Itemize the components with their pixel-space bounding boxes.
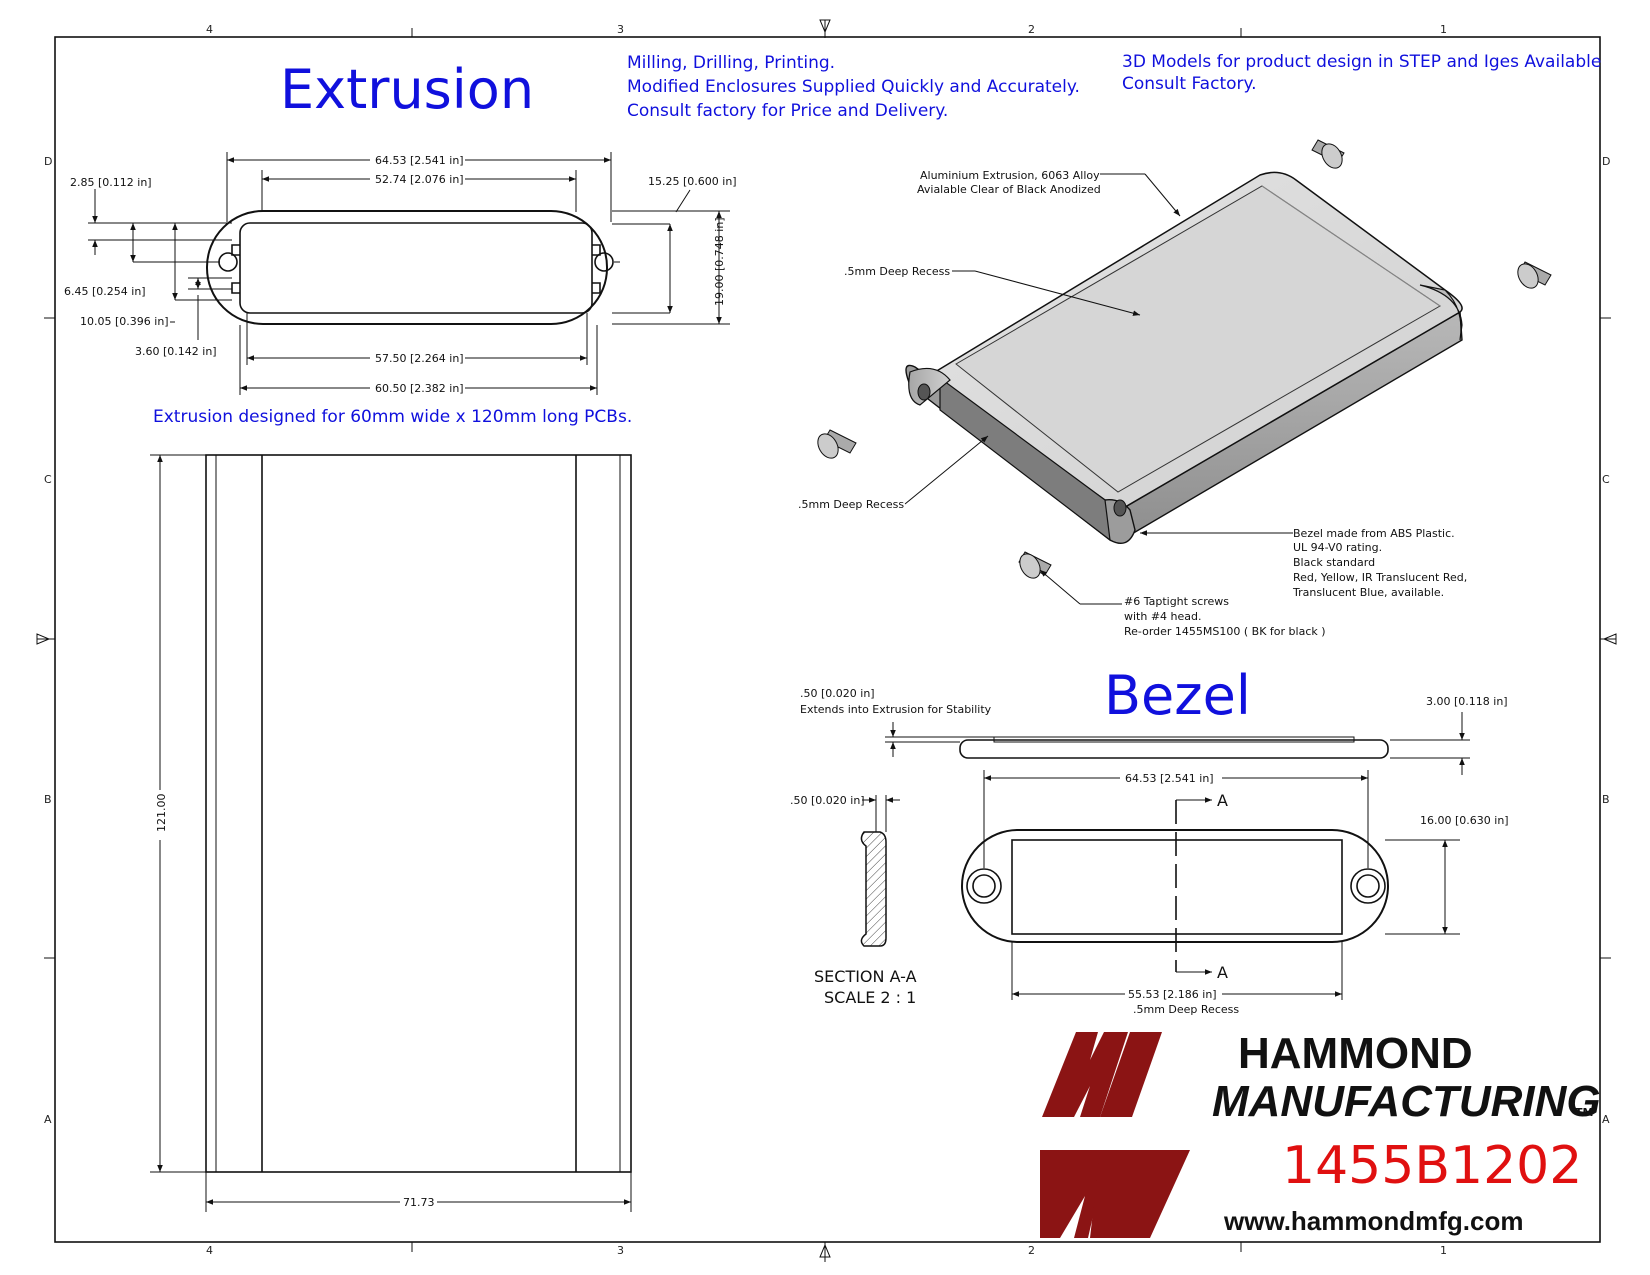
bezel-section-view: .50 [0.020 in] SECTION A-A SCALE 2 : 1 xyxy=(790,794,917,1007)
dim-slot-a: 2.85 [0.112 in] xyxy=(70,176,152,189)
dim-extrusion-length: 121.00 xyxy=(155,794,168,833)
callout-bezel-3: Black standard xyxy=(1293,556,1375,569)
zone-bottom-3: 3 xyxy=(617,1244,624,1257)
dim-bezel-lip: .50 [0.020 in] xyxy=(800,687,875,700)
section-mark-top: A xyxy=(1217,791,1228,810)
dim-bezel-thickness: 3.00 [0.118 in] xyxy=(1426,695,1508,708)
dim-side-width: 71.73 xyxy=(403,1196,435,1209)
bezel-title: Bezel xyxy=(1104,664,1251,727)
dim-bezel-recess-note: .5mm Deep Recess xyxy=(1133,1003,1239,1016)
callout-recess-front: .5mm Deep Recess xyxy=(798,498,904,511)
callout-screw-3: Re-order 1455MS100 ( BK for black ) xyxy=(1124,625,1326,638)
bezel-front-dimensions: 64.53 [2.541 in] 16.00 [0.630 in] 55.53 … xyxy=(983,770,1509,1016)
bezel-top-view xyxy=(959,736,1389,759)
callout-recess-top: .5mm Deep Recess xyxy=(844,265,950,278)
pcb-note: Extrusion designed for 60mm wide x 120mm… xyxy=(153,407,632,427)
brand-line-1: HAMMOND xyxy=(1238,1029,1473,1078)
zone-right-D: D xyxy=(1602,155,1610,168)
brand-trademark: TM xyxy=(1575,1106,1593,1119)
iso-callouts: Aluminium Extrusion, 6063 Alloy Avialabl… xyxy=(798,169,1467,638)
screw-left xyxy=(817,429,857,459)
callout-alu-1: Aluminium Extrusion, 6063 Alloy xyxy=(920,169,1100,182)
zone-bottom-4: 4 xyxy=(206,1244,213,1257)
models-note-1: 3D Models for product design in STEP and… xyxy=(1122,52,1601,72)
side-view-dimensions: 121.00 71.73 xyxy=(150,454,632,1212)
dim-bezel-height: 16.00 [0.630 in] xyxy=(1420,814,1509,827)
screw-top xyxy=(1311,139,1345,169)
zone-right-C: C xyxy=(1602,473,1610,486)
bezel-top-dimensions: .50 [0.020 in] Extends into Extrusion fo… xyxy=(800,687,1508,775)
callout-alu-2: Avialable Clear of Black Anodized xyxy=(917,183,1101,196)
zone-bottom-1: 1 xyxy=(1440,1244,1447,1257)
zone-left-D: D xyxy=(44,155,52,168)
website-url: www.hammondmfg.com xyxy=(1223,1206,1524,1236)
dim-radius: 15.25 [0.600 in] xyxy=(648,175,737,188)
milling-note-1: Milling, Drilling, Printing. xyxy=(627,53,835,73)
callout-screw-1: #6 Taptight screws xyxy=(1124,595,1229,608)
zone-left-C: C xyxy=(44,473,52,486)
dim-slot-b: 6.45 [0.254 in] xyxy=(64,285,146,298)
zone-top-4: 4 xyxy=(206,23,213,36)
dim-extrusion-top-width: 52.74 [2.076 in] xyxy=(375,173,464,186)
zone-right-A: A xyxy=(1602,1113,1610,1126)
bezel-front-view: A A xyxy=(961,791,1389,982)
screw-bottom xyxy=(1018,551,1052,579)
dim-section-lip: .50 [0.020 in] xyxy=(790,794,865,807)
center-mark-top xyxy=(819,19,831,38)
hammond-logo-mark xyxy=(1040,1032,1190,1238)
enclosure-isometric xyxy=(905,171,1463,544)
dim-bezel-lip-note: Extends into Extrusion for Stability xyxy=(800,703,992,716)
zone-bottom-2: 2 xyxy=(1028,1244,1035,1257)
zone-right-B: B xyxy=(1602,793,1610,806)
extrusion-dimensions: 64.53 [2.541 in] 52.74 [2.076 in] 2.85 [… xyxy=(64,152,737,395)
center-mark-left xyxy=(36,633,55,645)
dim-bezel-width: 64.53 [2.541 in] xyxy=(1125,772,1214,785)
models-note-2: Consult Factory. xyxy=(1122,74,1257,94)
dim-slot-d: 3.60 [0.142 in] xyxy=(135,345,217,358)
dim-extrusion-inner-width: 57.50 [2.264 in] xyxy=(375,352,464,365)
part-number: 1455B1202 xyxy=(1282,1136,1582,1196)
screw-right xyxy=(1517,261,1552,289)
section-title: SECTION A-A xyxy=(814,967,917,986)
callout-bezel-2: UL 94-V0 rating. xyxy=(1293,541,1382,554)
zone-top-2: 2 xyxy=(1028,23,1035,36)
section-scale: SCALE 2 : 1 xyxy=(824,988,916,1007)
milling-note-2: Modified Enclosures Supplied Quickly and… xyxy=(627,77,1080,97)
extrusion-title: Extrusion xyxy=(280,58,534,121)
drawing-frame xyxy=(36,19,1617,1262)
zone-labels: 4 3 2 1 4 3 2 1 D C B A D C B A xyxy=(44,23,1610,1257)
callout-screw-2: with #4 head. xyxy=(1124,610,1202,623)
brand-line-2: MANUFACTURING xyxy=(1212,1077,1601,1126)
center-mark-bottom xyxy=(819,1242,831,1262)
zone-top-3: 3 xyxy=(617,23,624,36)
dim-bezel-recess-width: 55.53 [2.186 in] xyxy=(1128,988,1217,1001)
zone-left-A: A xyxy=(44,1113,52,1126)
callout-bezel-1: Bezel made from ABS Plastic. xyxy=(1293,527,1455,540)
zone-top-1: 1 xyxy=(1440,23,1447,36)
zone-left-B: B xyxy=(44,793,52,806)
dim-slot-c: 10.05 [0.396 in] xyxy=(80,315,169,328)
extrusion-profile xyxy=(206,210,620,325)
dim-extrusion-outer-width: 64.53 [2.541 in] xyxy=(375,154,464,167)
dim-extrusion-pcb-width: 60.50 [2.382 in] xyxy=(375,382,464,395)
section-mark-bottom: A xyxy=(1217,963,1228,982)
extrusion-side-view xyxy=(205,454,632,1173)
dim-extrusion-height: 19.00 [0.748 in] xyxy=(713,217,726,306)
callout-bezel-4: Red, Yellow, IR Translucent Red, xyxy=(1293,571,1467,584)
milling-note-3: Consult factory for Price and Delivery. xyxy=(627,101,948,121)
callout-bezel-5: Translucent Blue, available. xyxy=(1292,586,1444,599)
center-mark-right xyxy=(1600,633,1617,645)
